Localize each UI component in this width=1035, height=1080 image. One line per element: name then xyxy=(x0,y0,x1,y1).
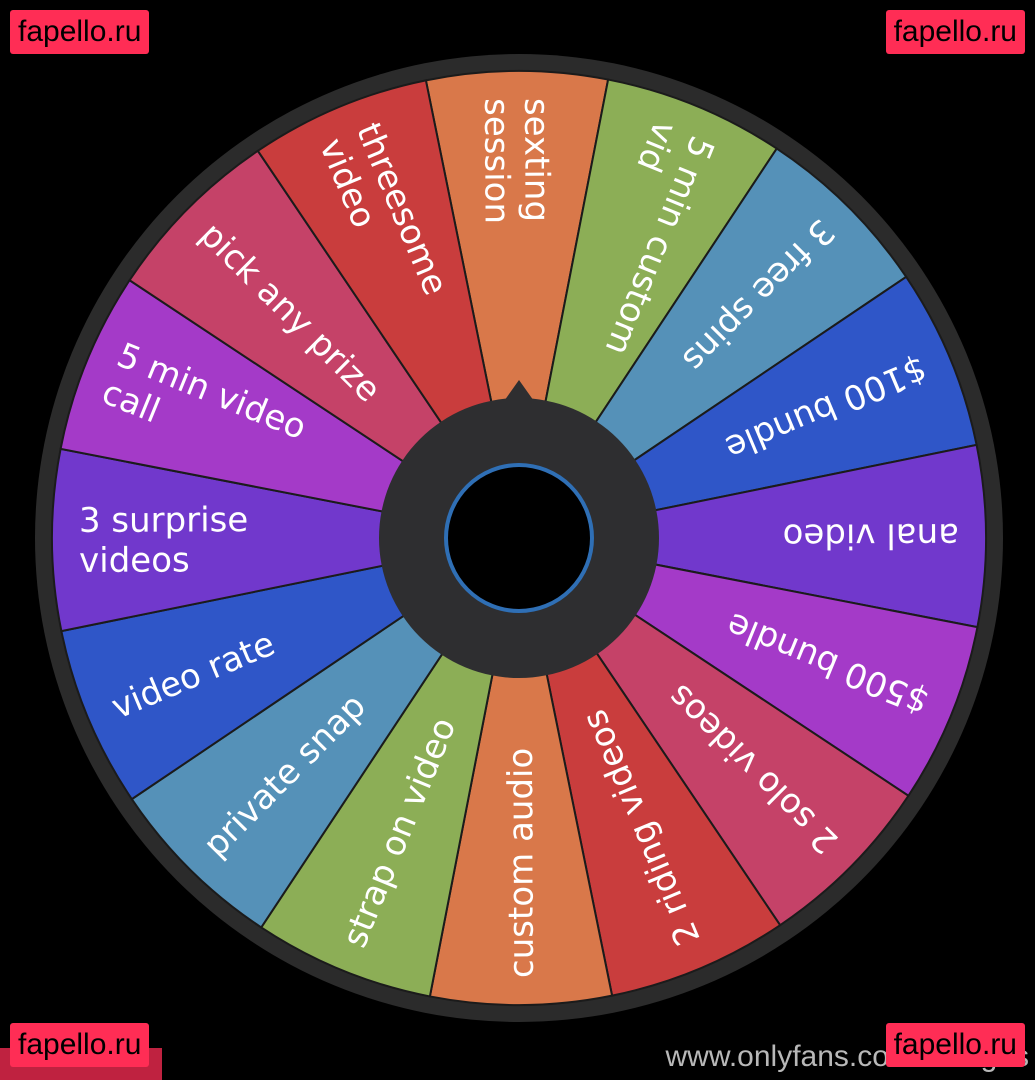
watermark-top-right: fapello.ru xyxy=(885,10,1025,54)
segment-label-line: sexting xyxy=(516,98,557,222)
segment-label-line: session xyxy=(476,98,517,224)
watermark-bottom-left: fapello.ru xyxy=(10,1023,150,1067)
segment-label: custom audio xyxy=(501,748,542,978)
segment-label-line: 3 surprise xyxy=(79,500,249,541)
segment-label-line: videos xyxy=(79,540,190,580)
watermark-top-left: fapello.ru xyxy=(10,10,150,54)
wheel-segment xyxy=(428,537,614,1006)
watermark-bottom-right: fapello.ru xyxy=(885,1023,1025,1067)
wheel-segment xyxy=(51,447,520,633)
wheel-segment xyxy=(518,443,987,629)
wheel-segment xyxy=(424,70,610,539)
wheel-hub[interactable] xyxy=(379,380,659,678)
segment-label-line: anal video xyxy=(783,515,960,556)
segment-label: anal video xyxy=(783,515,960,556)
segment-label-line: custom audio xyxy=(501,748,542,978)
spin-button-ring[interactable] xyxy=(444,463,594,613)
